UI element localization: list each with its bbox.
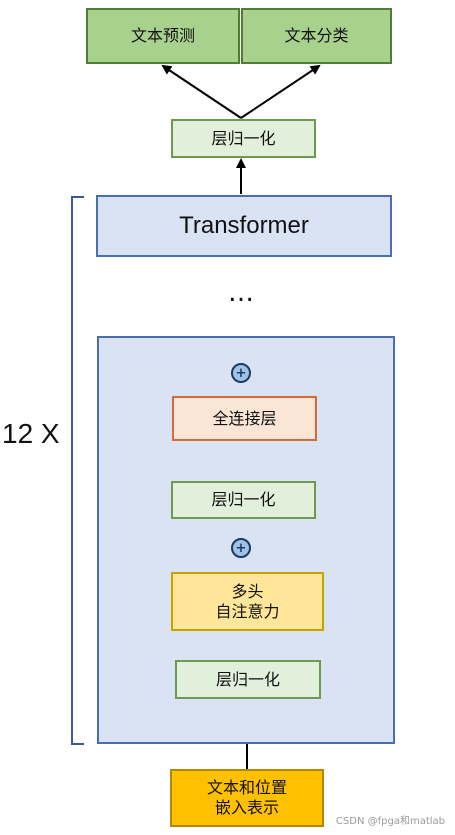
arrow-to-prediction: [161, 64, 242, 119]
top-layer-norm-box: 层归一化: [171, 119, 316, 158]
arrow-to-classification: [240, 64, 321, 119]
fully-connected-box: 全连接层: [172, 396, 317, 441]
transformer-box: Transformer: [96, 195, 392, 257]
watermark: CSDN @fpga和matlab: [335, 816, 445, 827]
text-classification-box: 文本分类: [241, 8, 392, 64]
bottom-layer-norm-box: 层归一化: [175, 660, 321, 699]
repeat-bracket: [71, 196, 84, 745]
residual-add-icon-top: +: [231, 363, 251, 383]
residual-add-icon-bottom: +: [231, 538, 251, 558]
text-prediction-box: 文本预测: [86, 8, 240, 64]
repeat-label: 12 X: [2, 418, 60, 449]
embedding-box: 文本和位置 嵌入表示: [170, 769, 324, 827]
ellipsis: …: [228, 278, 255, 308]
multi-head-attention-box: 多头 自注意力: [171, 572, 324, 631]
mid-layer-norm-box: 层归一化: [171, 481, 316, 519]
